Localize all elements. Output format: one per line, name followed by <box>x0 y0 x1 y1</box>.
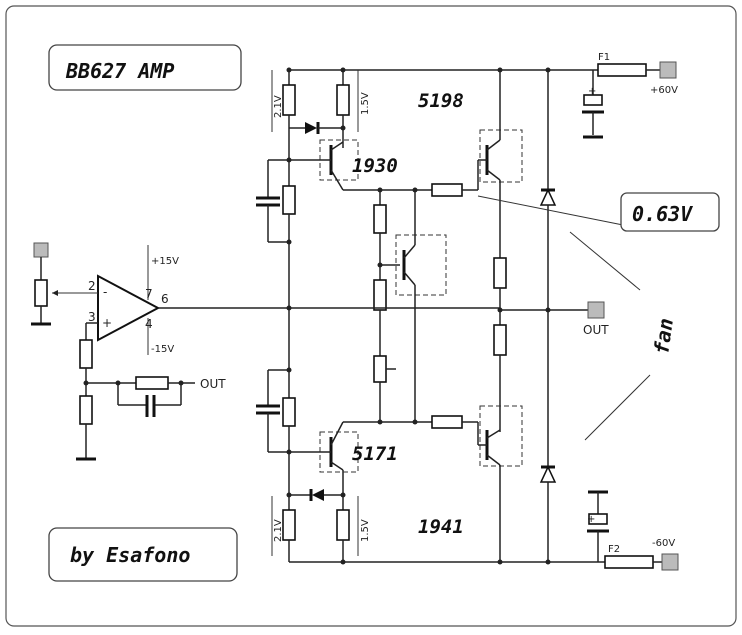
label-pos15v: +15V <box>151 256 179 267</box>
label-main-out: OUT <box>583 323 609 337</box>
label-5171: 5171 <box>352 443 398 465</box>
pin-2: 2 <box>88 279 96 293</box>
opamp-triangle <box>97 274 161 342</box>
terminal-input <box>33 242 49 258</box>
pin-6: 6 <box>161 292 169 306</box>
transistor-5171 <box>289 421 380 473</box>
label-pos60v: +60V <box>650 85 678 96</box>
label-drop-tr: 1.5V <box>360 92 371 115</box>
svg-text:+: + <box>588 86 596 97</box>
output-stage <box>289 67 605 565</box>
title-box <box>48 44 242 91</box>
title-text: BB627 AMP <box>65 59 174 83</box>
vbe-multiplier <box>373 187 447 425</box>
callout-lines <box>477 195 651 441</box>
pin-plus: + <box>102 316 112 330</box>
fan-note-text: fan <box>649 317 678 356</box>
pin-7: 7 <box>145 287 153 301</box>
svg-text:+: + <box>587 514 595 525</box>
fuse-f1 <box>597 63 647 77</box>
voltage-note-text: 0.63V <box>632 202 693 226</box>
bias-network-right <box>289 67 359 565</box>
outer-frame <box>5 5 737 627</box>
label-f1: F1 <box>598 52 610 63</box>
terminal-neg60v <box>661 553 679 571</box>
label-drop-br: 1.5V <box>360 519 371 542</box>
terminal-pos60v <box>659 61 677 79</box>
author-text: by Esafono <box>70 543 190 567</box>
pin-minus: - <box>103 285 107 299</box>
label-1941: 1941 <box>418 516 464 538</box>
label-drop-tl: 2.1V <box>273 95 284 118</box>
label-1930: 1930 <box>352 155 398 177</box>
label-neg15v: -15V <box>151 344 174 355</box>
fuse-f2 <box>604 555 654 569</box>
pin-3: 3 <box>88 310 96 324</box>
author-box <box>48 527 238 582</box>
label-neg60v: -60V <box>652 538 675 549</box>
label-5198: 5198 <box>418 90 464 112</box>
transistor-1930 <box>289 139 380 191</box>
label-drop-bl: 2.1V <box>273 519 284 542</box>
voltage-note-box <box>620 192 720 232</box>
bias-network-left <box>256 67 296 562</box>
label-f2: F2 <box>608 544 620 555</box>
opamp-section <box>31 242 289 461</box>
pin-4: 4 <box>145 317 153 331</box>
label-feedback-out: OUT <box>200 377 226 391</box>
terminal-out <box>587 301 605 319</box>
clamp-diodes <box>539 67 557 565</box>
